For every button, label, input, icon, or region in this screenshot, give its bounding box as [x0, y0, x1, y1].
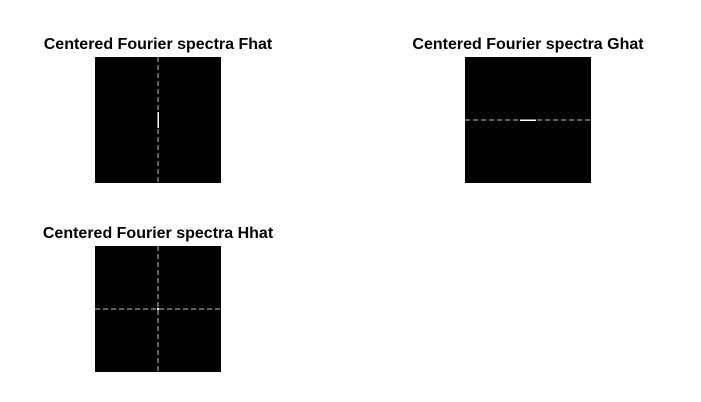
spectrum-image-fhat	[95, 57, 221, 183]
spectrum-center-peak	[520, 119, 536, 121]
spectrum-svg-ghat	[465, 119, 591, 121]
spectrum-center-peak	[157, 112, 159, 128]
panel-title-fhat: Centered Fourier spectra Fhat	[43, 36, 273, 53]
spectrum-image-hhat	[95, 246, 221, 372]
spectrum-image-ghat	[465, 57, 591, 183]
panel-title-ghat: Centered Fourier spectra Ghat	[412, 36, 644, 53]
spectrum-svg-fhat	[157, 57, 159, 183]
spectrum-svg-hhat	[95, 246, 221, 372]
panel-title-hhat: Centered Fourier spectra Hhat	[42, 225, 274, 242]
spectrum-center-peak	[157, 308, 159, 310]
